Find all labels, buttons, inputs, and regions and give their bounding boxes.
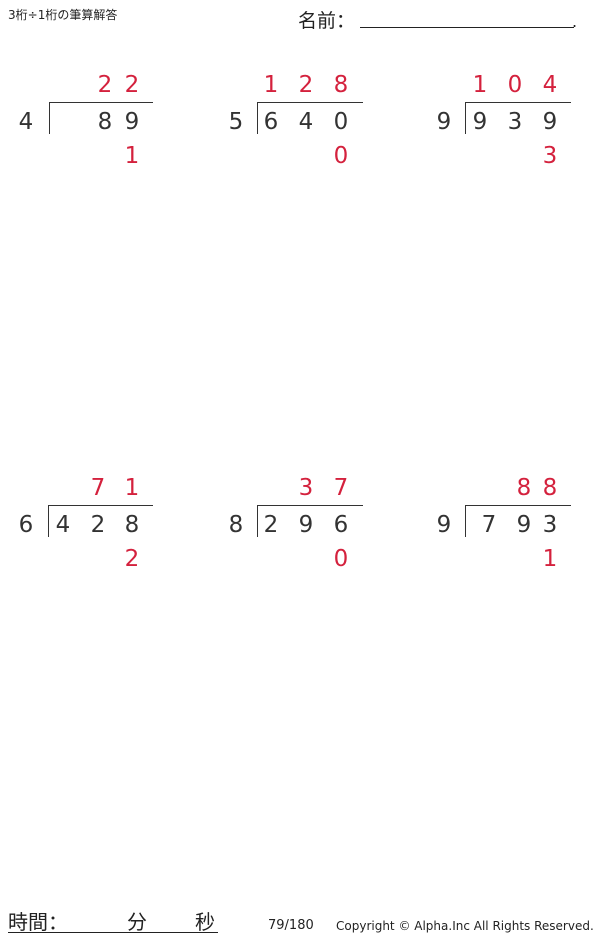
quotient-digit: 3 bbox=[298, 475, 314, 501]
division-bar-top bbox=[257, 505, 363, 506]
remainder-digit: 0 bbox=[333, 143, 349, 169]
quotient: 1 0 4 bbox=[434, 70, 594, 100]
division-problem-3: 1 0 4 9 9 3 9 3 bbox=[434, 70, 594, 180]
dividend-digit: 8 bbox=[124, 512, 140, 538]
quotient-digit: 7 bbox=[90, 475, 106, 501]
quotient-digit: 1 bbox=[263, 72, 279, 98]
division-bar-top bbox=[465, 102, 571, 103]
quotient: 1 2 8 bbox=[226, 70, 386, 100]
dividend-digit: 4 bbox=[55, 512, 71, 538]
divisor: 5 bbox=[228, 109, 244, 135]
division-problem-2: 1 2 8 5 6 4 0 0 bbox=[226, 70, 386, 180]
quotient-digit: 4 bbox=[542, 72, 558, 98]
dividend-digit: 0 bbox=[333, 109, 349, 135]
division-row: 9 7 9 3 bbox=[434, 510, 594, 540]
division-problem-4: 7 1 6 4 2 8 2 bbox=[16, 473, 176, 583]
minutes-label: 分 bbox=[127, 910, 147, 934]
division-problem-1: 2 2 4 8 9 1 bbox=[16, 70, 176, 180]
quotient: 7 1 bbox=[16, 473, 176, 503]
quotient-digit: 2 bbox=[97, 72, 113, 98]
remainder: 0 bbox=[226, 544, 386, 574]
division-problem-5: 3 7 8 2 9 6 0 bbox=[226, 473, 386, 583]
division-bar-top bbox=[465, 505, 571, 506]
name-field-line bbox=[360, 27, 574, 28]
time-label: 時間： bbox=[8, 910, 68, 934]
remainder: 2 bbox=[16, 544, 176, 574]
division-bar-side bbox=[257, 102, 258, 134]
dividend-digit: 9 bbox=[298, 512, 314, 538]
seconds-label: 秒 bbox=[195, 910, 215, 934]
quotient-digit: 8 bbox=[542, 475, 558, 501]
division-bar-top bbox=[257, 102, 363, 103]
dividend-digit: 8 bbox=[97, 109, 113, 135]
remainder: 3 bbox=[434, 141, 594, 171]
dividend-digit: 7 bbox=[481, 512, 497, 538]
remainder: 1 bbox=[16, 141, 176, 171]
quotient-digit: 2 bbox=[298, 72, 314, 98]
quotient: 8 8 bbox=[434, 473, 594, 503]
divisor: 8 bbox=[228, 512, 244, 538]
division-row: 9 9 3 9 bbox=[434, 107, 594, 137]
divisor: 9 bbox=[436, 109, 452, 135]
time-underline bbox=[8, 932, 218, 933]
division-bar-side bbox=[48, 505, 49, 537]
dividend-digit: 2 bbox=[263, 512, 279, 538]
worksheet-title: 3桁÷1桁の筆算解答 bbox=[8, 8, 118, 22]
name-label: 名前： bbox=[298, 10, 356, 32]
quotient-digit: 0 bbox=[507, 72, 523, 98]
remainder-digit: 1 bbox=[542, 546, 558, 572]
division-row: 8 2 9 6 bbox=[226, 510, 386, 540]
dividend-digit: 6 bbox=[263, 109, 279, 135]
dividend-digit: 9 bbox=[542, 109, 558, 135]
quotient-digit: 1 bbox=[124, 475, 140, 501]
dividend-digit: 3 bbox=[507, 109, 523, 135]
division-row: 6 4 2 8 bbox=[16, 510, 176, 540]
dividend-digit: 9 bbox=[472, 109, 488, 135]
dividend-digit: 3 bbox=[542, 512, 558, 538]
dividend-digit: 9 bbox=[124, 109, 140, 135]
quotient: 3 7 bbox=[226, 473, 386, 503]
remainder: 0 bbox=[226, 141, 386, 171]
dividend-digit: 2 bbox=[90, 512, 106, 538]
divisor: 9 bbox=[436, 512, 452, 538]
copyright-notice: Copyright © Alpha.Inc All Rights Reserve… bbox=[336, 919, 594, 933]
remainder-digit: 0 bbox=[333, 546, 349, 572]
division-bar-top bbox=[48, 505, 153, 506]
dividend-digit: 9 bbox=[516, 512, 532, 538]
quotient: 2 2 bbox=[16, 70, 176, 100]
division-bar-top bbox=[49, 102, 153, 103]
division-bar-side bbox=[465, 505, 466, 537]
remainder: 1 bbox=[434, 544, 594, 574]
remainder-digit: 3 bbox=[542, 143, 558, 169]
quotient-digit: 2 bbox=[124, 72, 140, 98]
division-bar-side bbox=[49, 102, 50, 134]
name-field-dot: . bbox=[572, 12, 578, 31]
dividend-digit: 4 bbox=[298, 109, 314, 135]
quotient-digit: 8 bbox=[333, 72, 349, 98]
division-bar-side bbox=[257, 505, 258, 537]
quotient-digit: 8 bbox=[516, 475, 532, 501]
division-problem-6: 8 8 9 7 9 3 1 bbox=[434, 473, 594, 583]
quotient-digit: 7 bbox=[333, 475, 349, 501]
division-row: 4 8 9 bbox=[16, 107, 176, 137]
division-bar-side bbox=[465, 102, 466, 134]
remainder-digit: 2 bbox=[124, 546, 140, 572]
divisor: 6 bbox=[18, 512, 34, 538]
page-number: 79/180 bbox=[268, 918, 314, 933]
remainder-digit: 1 bbox=[124, 143, 140, 169]
division-row: 5 6 4 0 bbox=[226, 107, 386, 137]
divisor: 4 bbox=[18, 109, 34, 135]
quotient-digit: 1 bbox=[472, 72, 488, 98]
dividend-digit: 6 bbox=[333, 512, 349, 538]
